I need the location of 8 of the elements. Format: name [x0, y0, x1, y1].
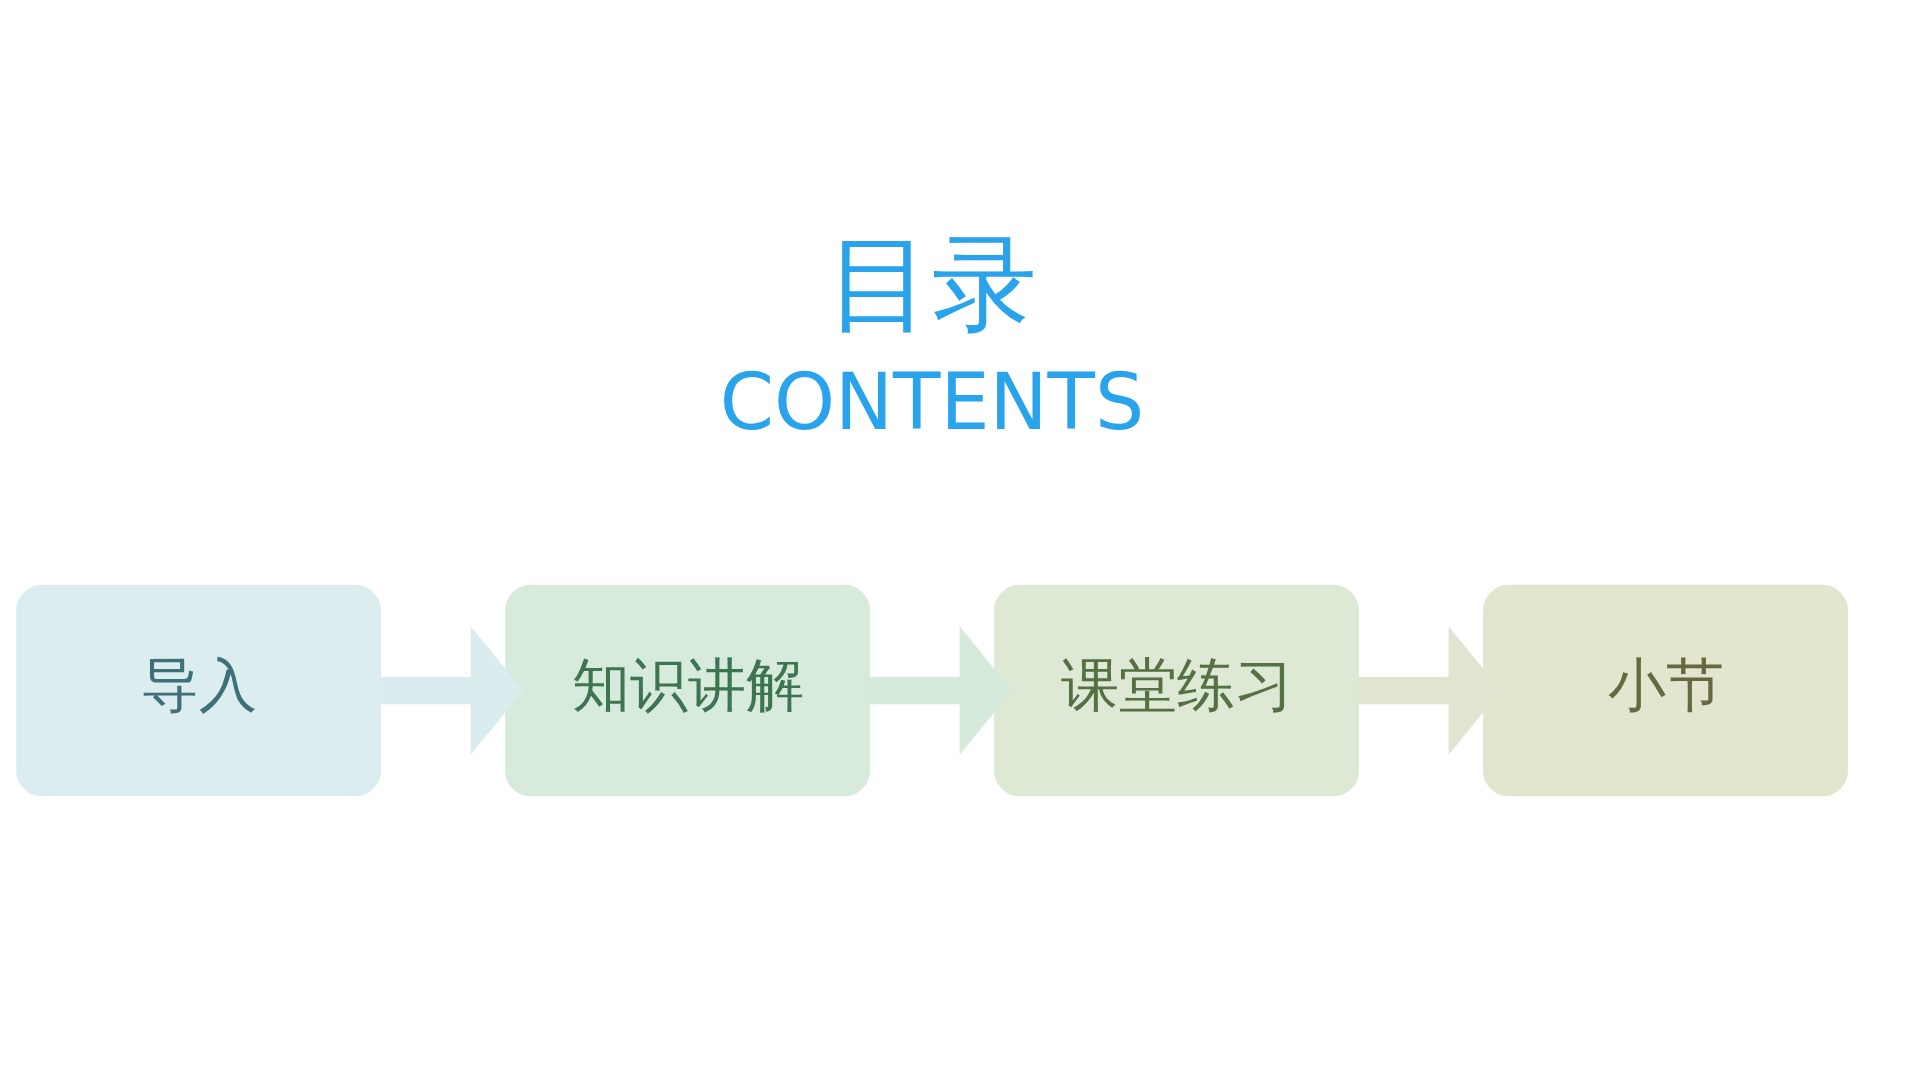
node-box: 小节 [1483, 584, 1848, 797]
node-box: 导入 [16, 584, 381, 797]
diagram-title: 目录 [827, 223, 1038, 346]
label: CONTENTS [719, 356, 1145, 447]
node-box: 课堂练习 [994, 584, 1359, 797]
node-box: 知识讲解 [505, 584, 870, 797]
arrow [380, 626, 524, 755]
arrow [869, 626, 1013, 755]
